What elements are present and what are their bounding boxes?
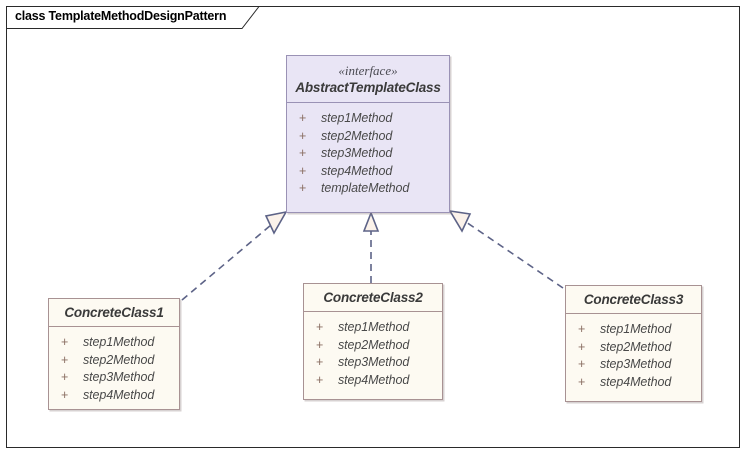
member-visibility: + xyxy=(578,339,586,354)
member-name: step1Method xyxy=(321,111,393,126)
member-name: step1Method xyxy=(338,320,410,335)
member-visibility: + xyxy=(61,335,69,350)
member-name: step1Method xyxy=(600,322,672,337)
member-visibility: + xyxy=(316,337,324,352)
member-row: + step2Method xyxy=(566,339,701,357)
member-name: step3Method xyxy=(600,357,672,372)
member-row: + step1Method xyxy=(49,334,179,352)
member-visibility: + xyxy=(578,322,586,337)
diagram-title-tab: class TemplateMethodDesignPattern xyxy=(6,6,260,29)
member-visibility: + xyxy=(61,370,69,385)
member-row: + step1Method xyxy=(287,110,449,128)
member-row: + step4Method xyxy=(566,374,701,392)
member-row: + step1Method xyxy=(304,319,442,337)
page-title: class TemplateMethodDesignPattern xyxy=(15,9,227,23)
class-name-concreteclass1: ConcreteClass1 xyxy=(64,305,164,320)
member-name: step4Method xyxy=(600,374,672,389)
member-row: + step3Method xyxy=(304,354,442,372)
class-members-concreteclass3: + step1Method + step2Method + step3Metho… xyxy=(566,314,701,398)
class-members-concreteclass1: + step1Method + step2Method + step3Metho… xyxy=(49,327,179,411)
member-row: + step4Method xyxy=(287,163,449,181)
class-header-concreteclass2: ConcreteClass2 xyxy=(304,284,442,313)
member-visibility: + xyxy=(299,111,307,126)
class-header-abstract: «interface» AbstractTemplateClass xyxy=(287,56,449,104)
member-name: templateMethod xyxy=(321,181,410,196)
class-members-concreteclass2: + step1Method + step2Method + step3Metho… xyxy=(304,312,442,396)
member-visibility: + xyxy=(316,320,324,335)
member-visibility: + xyxy=(61,387,69,402)
title-tab-shape xyxy=(6,6,260,29)
member-row: + step3Method xyxy=(49,369,179,387)
member-row: + step1Method xyxy=(566,321,701,339)
member-name: step3Method xyxy=(321,146,393,161)
member-visibility: + xyxy=(299,146,307,161)
member-name: step4Method xyxy=(338,372,410,387)
member-visibility: + xyxy=(578,374,586,389)
member-name: step2Method xyxy=(600,339,672,354)
class-members-abstract: + step1Method + step2Method + step3Metho… xyxy=(287,103,449,205)
class-name-concreteclass3: ConcreteClass3 xyxy=(583,292,684,307)
member-name: step2Method xyxy=(321,128,393,143)
class-box-concreteclass2[interactable]: ConcreteClass2 + step1Method + step2Meth… xyxy=(303,283,443,400)
member-row: + step2Method xyxy=(49,352,179,370)
member-name: step2Method xyxy=(83,352,155,367)
diagram-frame xyxy=(6,6,740,448)
class-name-concreteclass2: ConcreteClass2 xyxy=(323,290,423,305)
class-name-abstracttemplateclass: AbstractTemplateClass xyxy=(295,80,441,96)
member-visibility: + xyxy=(299,181,307,196)
member-name: step3Method xyxy=(83,370,155,385)
class-header-concreteclass3: ConcreteClass3 xyxy=(566,286,701,315)
member-visibility: + xyxy=(299,163,307,178)
class-header-concreteclass1: ConcreteClass1 xyxy=(49,299,179,328)
class-box-abstracttemplateclass[interactable]: «interface» AbstractTemplateClass + step… xyxy=(286,55,450,213)
member-visibility: + xyxy=(299,128,307,143)
member-name: step3Method xyxy=(338,355,410,370)
member-row: + step4Method xyxy=(49,387,179,405)
member-name: step4Method xyxy=(83,387,155,402)
class-box-concreteclass1[interactable]: ConcreteClass1 + step1Method + step2Meth… xyxy=(48,298,180,410)
member-name: step4Method xyxy=(321,163,393,178)
member-row: + step2Method xyxy=(304,337,442,355)
member-visibility: + xyxy=(316,355,324,370)
class-stereotype: «interface» xyxy=(338,63,398,78)
member-visibility: + xyxy=(61,352,69,367)
member-visibility: + xyxy=(578,357,586,372)
member-visibility: + xyxy=(316,372,324,387)
member-name: step1Method xyxy=(83,335,155,350)
member-name: step2Method xyxy=(338,337,410,352)
member-row: + step3Method xyxy=(566,356,701,374)
member-row: + step3Method xyxy=(287,145,449,163)
member-row: + step2Method xyxy=(287,128,449,146)
member-row: + step4Method xyxy=(304,372,442,390)
class-box-concreteclass3[interactable]: ConcreteClass3 + step1Method + step2Meth… xyxy=(565,285,702,402)
member-row: + templateMethod xyxy=(287,180,449,198)
